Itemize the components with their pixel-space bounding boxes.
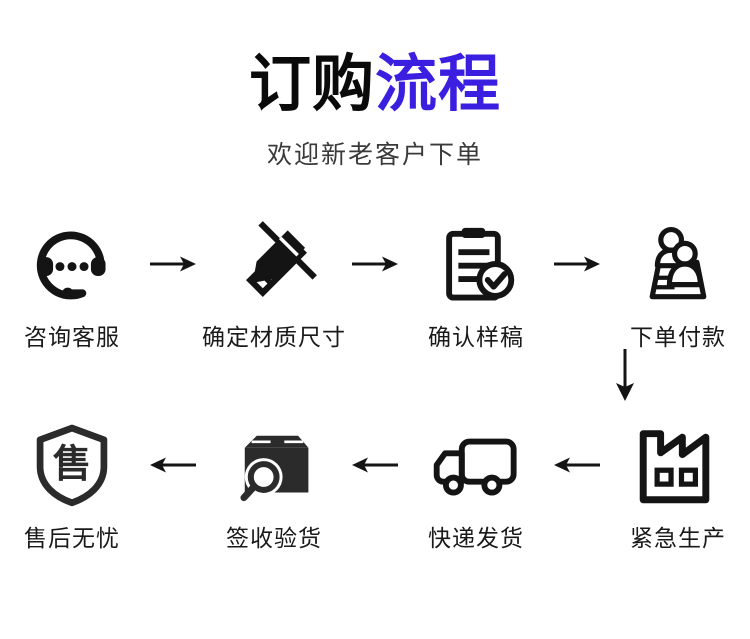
shield-sale-icon: 售 [30,417,114,513]
factory-icon [634,417,722,513]
arrow-left-icon [346,417,404,513]
flow-connector [0,349,750,402]
box-magnifier-icon [231,417,317,513]
flow-step-label: 下单付款 [630,324,726,351]
arrow-left-icon [548,417,606,513]
flow-step-label: 签收验货 [226,525,322,552]
pencil-ruler-icon [230,216,318,312]
clipboard-check-icon [434,216,518,312]
flow-step-label: 咨询客服 [24,324,120,351]
arrow-right-icon [346,216,404,312]
flow-step-consult[interactable]: 咨询客服 [0,216,144,349]
headset-icon [29,216,115,312]
flow-step-shipping[interactable]: 快递发货 [404,417,548,550]
arrow-right-icon [144,216,202,312]
arrow-right-icon [548,216,606,312]
page-title: 订购流程 [0,52,750,117]
flow-step-inspect[interactable]: 签收验货 [202,417,346,550]
page-subtitle: 欢迎新老客户下单 [266,141,483,170]
page-header: 订购流程 欢迎新老客户下单 [0,0,750,168]
flow-step-after-sales[interactable]: 售 售后无忧 [0,417,144,550]
flow-step-payment[interactable]: 下单付款 [606,216,750,349]
shield-glyph: 售 [53,442,92,487]
arrow-left-icon [144,417,202,513]
flow-row-1: 咨询客服 [0,216,750,349]
flow-step-material[interactable]: 确定材质尺寸 [202,216,346,349]
flow-step-label: 确认样稿 [428,324,524,351]
page-title-part-1: 订购 [248,50,375,119]
delivery-truck-icon [430,417,522,513]
flow-step-label: 快递发货 [428,525,524,552]
flow-step-label: 确定材质尺寸 [202,324,346,351]
flow-step-production[interactable]: 紧急生产 [606,417,750,550]
flow-step-label: 售后无忧 [24,525,120,552]
flow-row-2: 售 售后无忧 [0,417,750,550]
flow-step-proof[interactable]: 确认样稿 [404,216,548,349]
people-group-icon [635,216,721,312]
flow-step-label: 紧急生产 [630,525,726,552]
arrow-down-icon [612,349,638,402]
page-title-part-2: 流程 [375,50,502,119]
order-process-flow: 咨询客服 [0,216,750,550]
